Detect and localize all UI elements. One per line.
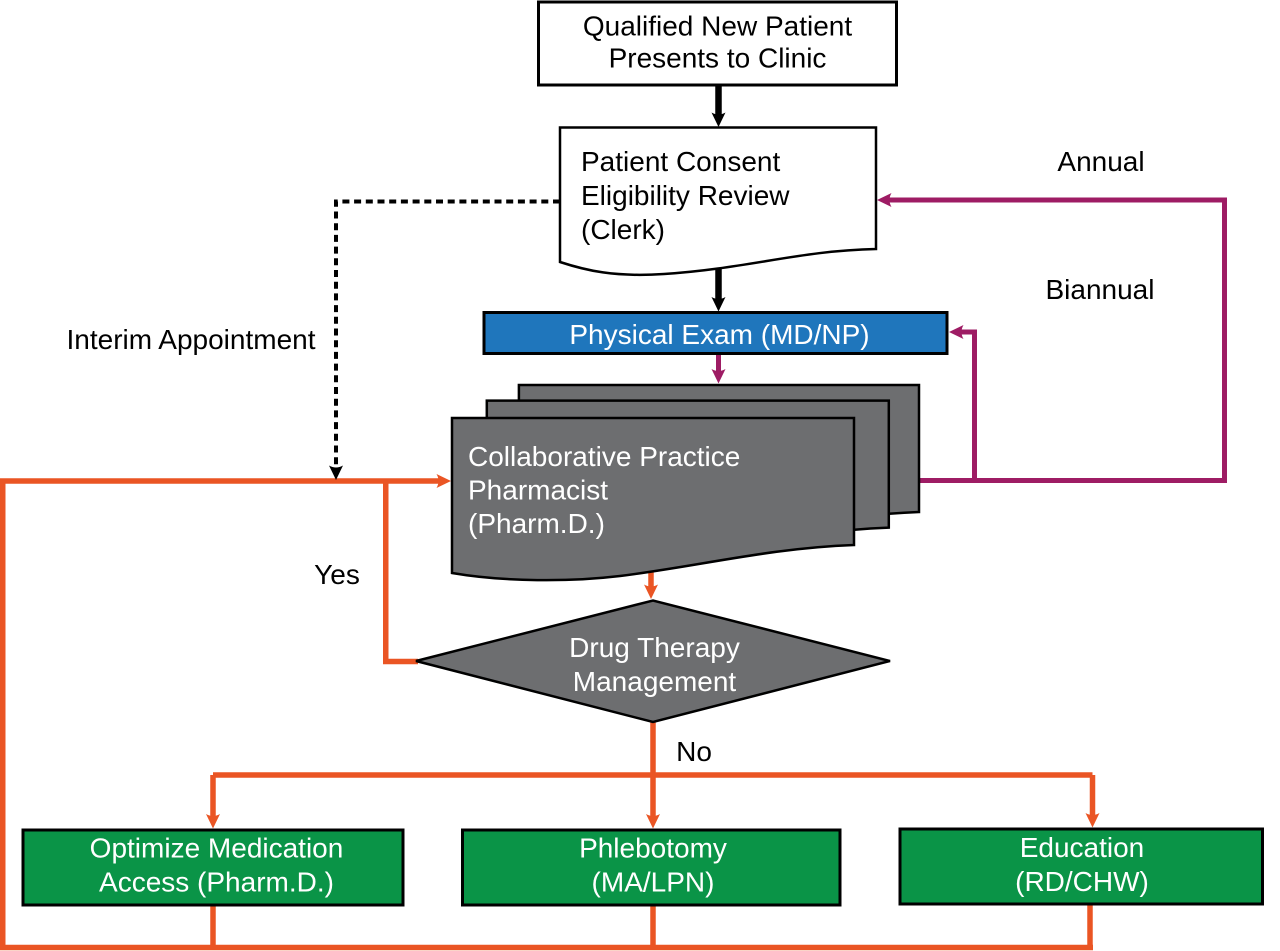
svg-text:Phlebotomy: Phlebotomy xyxy=(579,833,727,864)
svg-text:(RD/CHW): (RD/CHW) xyxy=(1015,866,1149,897)
svg-text:Collaborative Practice: Collaborative Practice xyxy=(468,441,740,472)
svg-text:Interim Appointment: Interim Appointment xyxy=(66,324,315,355)
svg-text:Physical Exam (MD/NP): Physical Exam (MD/NP) xyxy=(569,319,869,350)
svg-text:Drug Therapy: Drug Therapy xyxy=(569,632,740,663)
svg-text:(MA/LPN): (MA/LPN) xyxy=(592,867,715,898)
svg-text:No: No xyxy=(676,736,712,767)
svg-text:Optimize Medication: Optimize Medication xyxy=(90,833,344,864)
svg-text:Education: Education xyxy=(1020,832,1145,863)
svg-text:(Pharm.D.): (Pharm.D.) xyxy=(468,508,605,539)
svg-text:Patient Consent: Patient Consent xyxy=(581,146,780,177)
svg-text:Presents to Clinic: Presents to Clinic xyxy=(609,43,827,74)
svg-text:Management: Management xyxy=(573,666,737,697)
svg-text:Qualified New Patient: Qualified New Patient xyxy=(583,11,852,42)
svg-text:Pharmacist: Pharmacist xyxy=(468,475,608,506)
svg-text:Annual: Annual xyxy=(1057,146,1144,177)
svg-text:Access (Pharm.D.): Access (Pharm.D.) xyxy=(99,867,334,898)
svg-text:Yes: Yes xyxy=(314,559,360,590)
svg-text:Eligibility Review: Eligibility Review xyxy=(581,180,790,211)
svg-text:(Clerk): (Clerk) xyxy=(581,214,665,245)
svg-text:Biannual: Biannual xyxy=(1046,274,1155,305)
